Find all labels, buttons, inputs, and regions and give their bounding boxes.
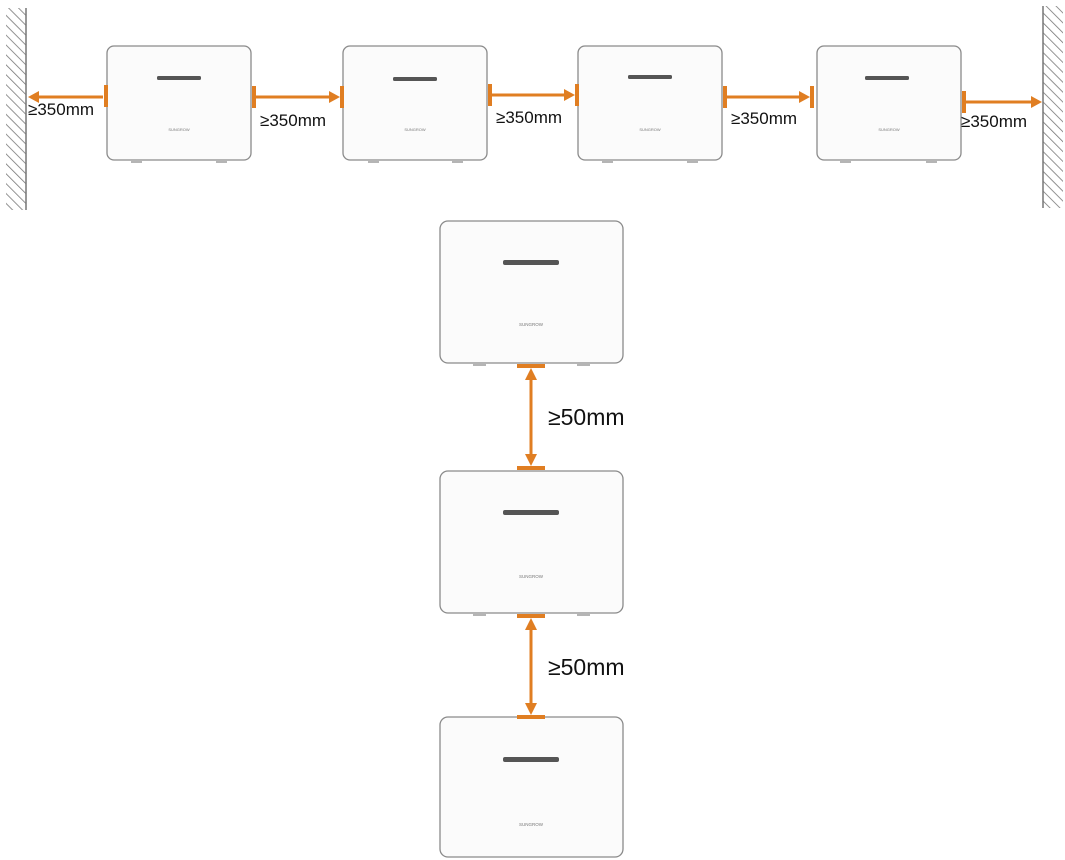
arrow-end-bar xyxy=(340,86,344,108)
h-gap-arrow-5: ≥350mm xyxy=(961,91,1042,131)
arrow-end-bar xyxy=(104,85,108,107)
left-wall-hatched-icon xyxy=(6,8,26,210)
unit-foot-right xyxy=(687,160,698,163)
arrow-end-bar xyxy=(962,91,966,113)
arrow-end-bar xyxy=(575,84,579,106)
unit-foot-right xyxy=(926,160,937,163)
horizontal-unit-2: SUNGROW xyxy=(342,45,488,163)
unit-foot-left xyxy=(473,613,486,616)
vertical-unit-1: SUNGROW xyxy=(439,220,624,366)
horizontal-unit-4: SUNGROW xyxy=(816,45,962,163)
vertical-unit-2: SUNGROW xyxy=(439,470,624,616)
unit-brand-label: SUNGROW xyxy=(639,127,661,132)
unit-indicator-slot xyxy=(503,757,559,762)
arrow-end-bar xyxy=(252,86,256,108)
unit-indicator-slot xyxy=(865,76,909,80)
unit-foot-left xyxy=(131,160,142,163)
h-gap-arrow-4: ≥350mm xyxy=(723,86,814,128)
arrow-end-bar xyxy=(517,364,545,368)
h-gap-label-5: ≥350mm xyxy=(961,112,1027,131)
v-gap-label-2: ≥50mm xyxy=(548,654,625,680)
horizontal-unit-3: SUNGROW xyxy=(577,45,723,163)
v-gap-arrow-2: ≥50mm xyxy=(517,614,625,719)
unit-indicator-slot xyxy=(157,76,201,80)
arrow-end-bar xyxy=(517,614,545,618)
unit-indicator-slot xyxy=(503,510,559,515)
arrow-head-right xyxy=(1031,96,1042,108)
unit-brand-label: SUNGROW xyxy=(168,127,190,132)
unit-foot-left xyxy=(602,160,613,163)
h-gap-label-4: ≥350mm xyxy=(731,109,797,128)
arrow-head-right xyxy=(329,91,340,103)
vertical-unit-3: SUNGROW xyxy=(439,716,624,858)
arrow-head-down xyxy=(525,703,537,715)
h-gap-arrow-2: ≥350mm xyxy=(252,86,344,130)
arrow-head-up xyxy=(525,618,537,630)
unit-foot-left xyxy=(473,363,486,366)
unit-foot-right xyxy=(577,613,590,616)
h-gap-label-1: ≥350mm xyxy=(28,100,94,119)
v-gap-arrow-1: ≥50mm xyxy=(517,364,625,470)
unit-indicator-slot xyxy=(628,75,672,79)
h-gap-label-3: ≥350mm xyxy=(496,108,562,127)
unit-foot-right xyxy=(452,160,463,163)
unit-indicator-slot xyxy=(393,77,437,81)
v-gap-label-1: ≥50mm xyxy=(548,404,625,430)
right-wall-hatched-icon xyxy=(1043,6,1063,208)
unit-brand-label: SUNGROW xyxy=(519,574,544,579)
arrow-head-right xyxy=(564,89,575,101)
h-gap-arrow-3: ≥350mm xyxy=(488,84,579,127)
horizontal-unit-1: SUNGROW xyxy=(106,45,252,163)
unit-brand-label: SUNGROW xyxy=(878,127,900,132)
arrow-end-bar xyxy=(517,715,545,719)
unit-foot-right xyxy=(577,363,590,366)
arrow-end-bar xyxy=(723,86,727,108)
arrow-end-bar xyxy=(517,466,545,470)
arrow-end-bar xyxy=(488,84,492,106)
arrow-head-down xyxy=(525,454,537,466)
unit-brand-label: SUNGROW xyxy=(519,322,544,327)
unit-brand-label: SUNGROW xyxy=(404,127,426,132)
arrow-head-left xyxy=(28,91,39,103)
unit-foot-left xyxy=(368,160,379,163)
arrow-head-up xyxy=(525,368,537,380)
h-gap-label-2: ≥350mm xyxy=(260,111,326,130)
unit-indicator-slot xyxy=(503,260,559,265)
arrow-head-right xyxy=(799,91,810,103)
arrow-end-bar xyxy=(810,86,814,108)
h-gap-arrow-1: ≥350mm xyxy=(28,85,108,119)
unit-foot-left xyxy=(840,160,851,163)
unit-brand-label: SUNGROW xyxy=(519,822,544,827)
unit-foot-right xyxy=(216,160,227,163)
